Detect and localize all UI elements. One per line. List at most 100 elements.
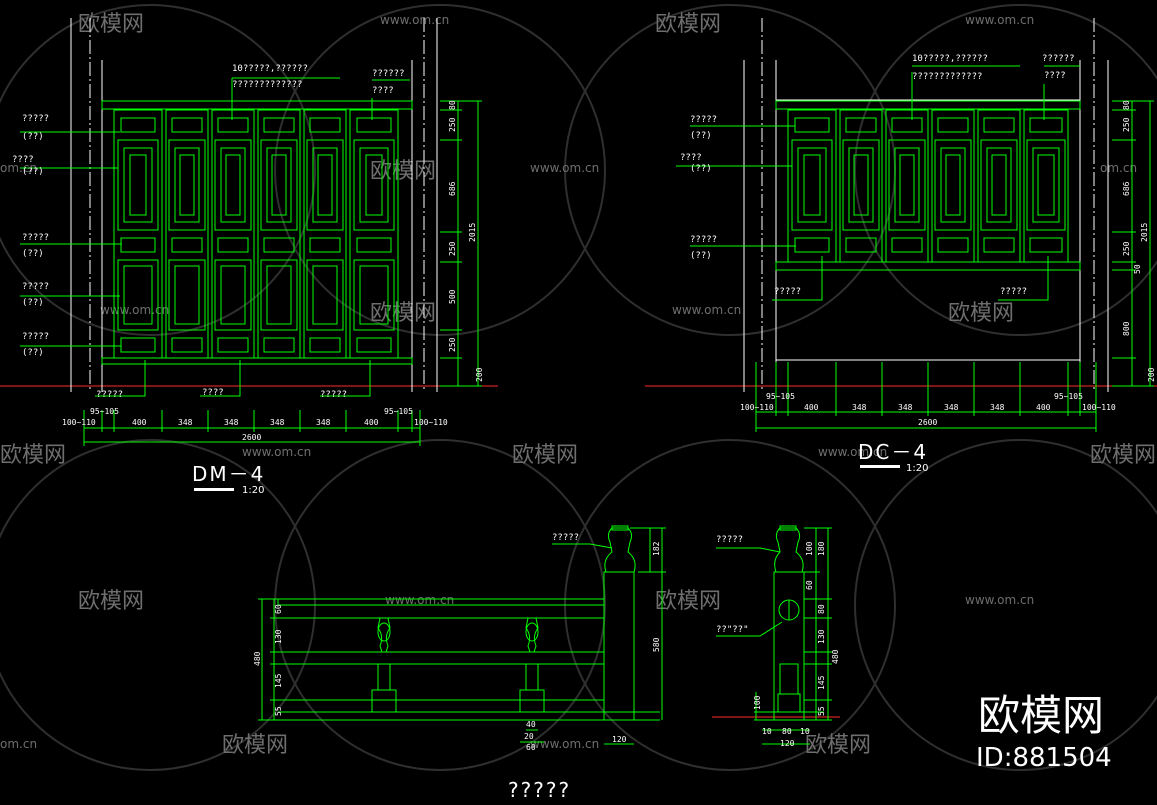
- dimension-label: 80: [817, 604, 826, 614]
- drawing-scale: 1:20: [242, 485, 264, 496]
- dimension-label: 686: [1122, 181, 1131, 196]
- note-top: ??????: [1042, 54, 1075, 64]
- dimension-label: 400: [1036, 403, 1051, 412]
- watermark-brand: 欧模网: [78, 12, 144, 37]
- brand-badge: 欧模网 ID:881504: [976, 691, 1112, 773]
- watermark-brand: 欧模网: [1090, 443, 1156, 468]
- dimension-label: 348: [270, 418, 285, 427]
- note-top: ?????????????: [232, 80, 302, 90]
- watermark-brand: 欧模网: [78, 589, 144, 614]
- callout-label: (??): [22, 132, 44, 142]
- watermark-site: www.om.cn: [385, 593, 454, 607]
- note-top: ????: [372, 86, 394, 96]
- dimension-chain-right: [440, 100, 482, 387]
- dimension-label: 686: [448, 181, 457, 196]
- callout-label: ?????: [774, 287, 801, 297]
- watermark-site-short: om.cn: [0, 161, 37, 175]
- door-leaf: [303, 109, 347, 359]
- elevation-dm4: ????? (??) ???? (??) ????? (??) ????? (?…: [0, 18, 498, 496]
- side-dimensions: [716, 527, 832, 745]
- dimension-label: 10: [762, 727, 772, 736]
- dimension-label: 480: [253, 651, 262, 666]
- watermark-site: www.om.cn: [100, 303, 169, 317]
- dimension-label: 580: [652, 637, 661, 652]
- dimension-label: 348: [178, 418, 193, 427]
- watermark-brand: 欧模网: [370, 301, 436, 326]
- callout-label: ?????: [22, 114, 49, 124]
- dimension-label: 80: [448, 100, 457, 110]
- note-top: ????: [1044, 71, 1066, 81]
- drawing-scale: 1:20: [906, 463, 928, 474]
- railing-title: ?????: [508, 778, 571, 802]
- dimension-label: 480: [831, 649, 840, 664]
- watermark-brand: 欧模网: [0, 443, 66, 468]
- callout-label: ????: [12, 155, 34, 165]
- dimension-label: 95~105: [384, 407, 413, 416]
- dimension-label: 95~105: [766, 392, 795, 401]
- lintel: [101, 100, 413, 110]
- leader-lines: [676, 65, 1080, 301]
- dimension-label: 200: [475, 367, 484, 382]
- title-underline: [194, 488, 234, 491]
- dimension-label: 348: [944, 403, 959, 412]
- callout-label: (??): [690, 131, 712, 141]
- watermark-site: www.om.cn: [530, 161, 599, 175]
- dimension-label: 348: [990, 403, 1005, 412]
- dimension-chain-right: [1112, 100, 1154, 387]
- window-leaf: [787, 109, 837, 263]
- watermark-site: www.om.cn: [818, 445, 887, 459]
- door-leaves: [113, 109, 399, 359]
- badge-id: ID:881504: [976, 743, 1112, 773]
- callout-label: ?????: [22, 233, 49, 243]
- dimension-label: 10: [800, 727, 810, 736]
- dimension-label: 130: [817, 629, 826, 644]
- callout-label: (??): [690, 251, 712, 261]
- window-leaf: [839, 109, 883, 263]
- window-leaf: [931, 109, 975, 263]
- door-leaf: [257, 109, 301, 359]
- dimension-label: 250: [1122, 241, 1131, 256]
- watermark-site: www.om.cn: [672, 303, 741, 317]
- callout-label: ?????: [22, 332, 49, 342]
- dimension-label: 250: [448, 117, 457, 132]
- window-leaf: [977, 109, 1021, 263]
- dimension-label: 400: [364, 418, 379, 427]
- dimension-label: 100~110: [1082, 403, 1116, 412]
- window-leaf: [1023, 109, 1069, 263]
- note-top: 10?????,??????: [232, 64, 308, 74]
- dimension-label: 400: [804, 403, 819, 412]
- dimension-label: 145: [274, 673, 283, 688]
- watermark-arcs: [0, 4, 1157, 771]
- dimension-label: 80: [782, 727, 792, 736]
- dimension-label: 348: [898, 403, 913, 412]
- badge-brand: 欧模网: [978, 691, 1104, 740]
- railing-post: [603, 525, 636, 721]
- dimension-label: 95~105: [90, 407, 119, 416]
- watermark-brand: 欧模网: [948, 301, 1014, 326]
- callout-label: ????: [202, 388, 224, 398]
- door-leaf: [165, 109, 209, 359]
- dimension-label: 55: [817, 706, 826, 716]
- dimension-label: 800: [1122, 321, 1131, 336]
- watermark-brand: 欧模网: [655, 589, 721, 614]
- dimension-label: 20: [524, 732, 534, 741]
- dimension-total: 2600: [242, 433, 261, 442]
- frame-verticals: [70, 18, 438, 392]
- dimension-label: 95~105: [1054, 392, 1083, 401]
- dimension-label: 80: [1122, 100, 1131, 110]
- callout-label: ????: [680, 153, 702, 163]
- dimension-total: 2015: [468, 223, 477, 242]
- dimension-label: 40: [526, 720, 536, 729]
- railing-dimensions: [258, 527, 666, 745]
- dimension-label: 60: [805, 580, 814, 590]
- dimension-label: 500: [448, 289, 457, 304]
- callout-label: (??): [22, 298, 44, 308]
- dimension-chain-bottom: [83, 410, 421, 446]
- dimension-label: 250: [448, 241, 457, 256]
- watermark-brand: 欧模网: [805, 733, 871, 758]
- dimension-label: 250: [1122, 117, 1131, 132]
- callout-label: ?????: [320, 390, 347, 400]
- dimension-label: 250: [448, 337, 457, 352]
- title-underline: [860, 465, 900, 468]
